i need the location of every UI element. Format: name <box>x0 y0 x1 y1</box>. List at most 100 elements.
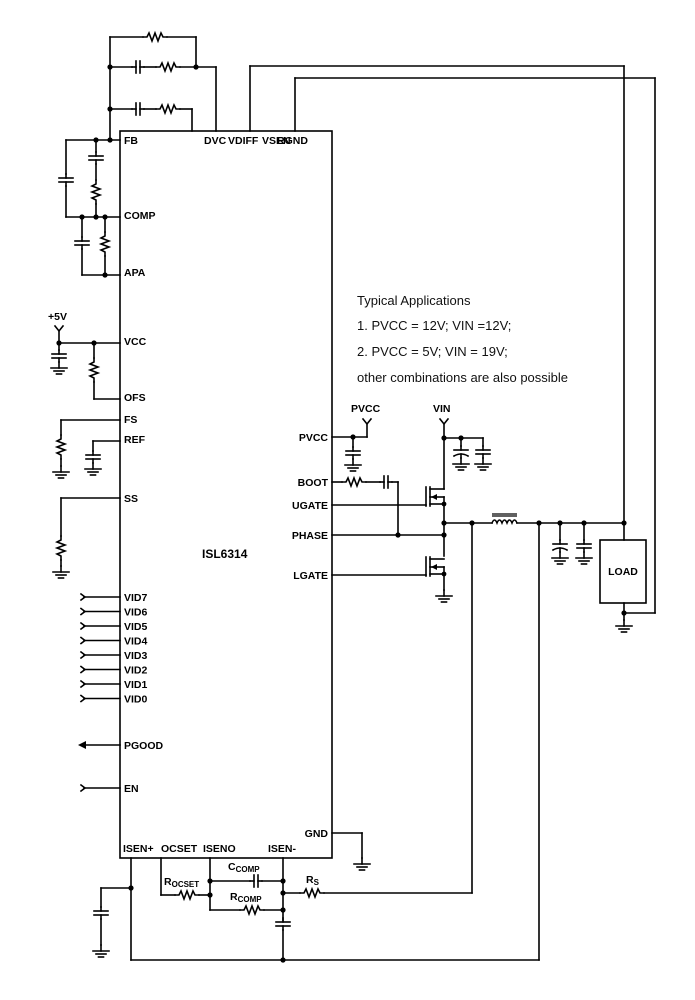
vid-input-line <box>79 665 121 674</box>
compensation-network <box>58 139 121 278</box>
fs-network <box>52 419 121 479</box>
ground-icon <box>474 457 492 471</box>
capacitor-icon <box>249 874 263 888</box>
upper-mosfet <box>331 486 447 557</box>
resistor-icon <box>91 179 101 205</box>
chevron-right-icon <box>79 621 87 631</box>
pin-ref: REF <box>124 434 146 446</box>
note-line-2: 2. PVCC = 5V; VIN = 19V; <box>357 344 508 359</box>
polarized-capacitor-icon <box>552 539 568 553</box>
ref-network <box>84 440 121 476</box>
pin-vsen: VSEN <box>262 135 291 147</box>
chevron-right-icon <box>79 636 87 645</box>
chevron-right-icon <box>79 679 87 689</box>
capacitor-icon <box>85 450 101 464</box>
vid-input-line <box>79 636 121 645</box>
rocset-label: ROCSET <box>164 876 199 889</box>
ground-icon <box>435 589 453 603</box>
ground-icon <box>50 361 68 375</box>
chevron-right-icon <box>79 665 87 674</box>
pin-vid: VID1 <box>124 679 148 691</box>
ss-network <box>52 497 121 579</box>
pin-apa: APA <box>124 267 146 279</box>
typical-applications-note: Typical Applications 1. PVCC = 12V; VIN … <box>357 293 568 385</box>
resistor-icon <box>239 905 265 915</box>
pin-ocset: OCSET <box>161 843 198 855</box>
resistor-icon <box>56 434 66 460</box>
vid-input-line <box>79 679 121 689</box>
polarized-capacitor-icon <box>453 445 469 459</box>
pin-ss: SS <box>124 493 138 505</box>
pin-pgood: PGOOD <box>124 740 164 752</box>
rs-label: RS <box>306 874 320 887</box>
capacitor-icon <box>379 475 393 489</box>
output-filter: LOAD <box>471 513 656 961</box>
pin-pvcc: PVCC <box>299 432 329 444</box>
pin-gnd: GND <box>305 828 329 840</box>
pgood-output <box>78 741 121 749</box>
pin-vid: VID2 <box>124 665 148 677</box>
capacitor-icon <box>88 151 104 165</box>
supply-5v-label: +5V <box>48 311 67 323</box>
pin-ofs: OFS <box>124 392 146 404</box>
note-line-1: 1. PVCC = 12V; VIN =12V; <box>357 318 511 333</box>
resistor-icon <box>299 888 325 898</box>
resistor-icon <box>155 62 181 72</box>
pin-lgate: LGATE <box>293 570 328 582</box>
capacitor-icon <box>345 446 361 460</box>
pin-vcc: VCC <box>124 336 147 348</box>
capacitor-icon <box>51 349 67 363</box>
vid-input-line <box>79 607 121 616</box>
current-sense-network: ROCSET CCOMP RCOMP RS <box>92 857 540 963</box>
pin-vdiff: VDIFF <box>228 135 259 147</box>
pin-vid: VID5 <box>124 621 148 633</box>
resistor-icon <box>341 477 367 487</box>
chevron-right-icon <box>79 592 87 602</box>
pin-vid: VID0 <box>124 694 148 706</box>
pin-vid: VID6 <box>124 607 148 619</box>
pin-comp: COMP <box>124 210 156 222</box>
pin-boot: BOOT <box>298 477 329 489</box>
resistor-icon <box>155 104 181 114</box>
pin-fb: FB <box>124 135 138 147</box>
vid-input-line <box>79 592 121 602</box>
capacitor-icon <box>576 539 592 553</box>
rcomp-label: RCOMP <box>230 891 262 904</box>
supply-pvcc-label: PVCC <box>351 403 381 415</box>
pin-rgnd: RGND <box>277 135 308 147</box>
ground-icon <box>92 944 110 958</box>
pin-vid: VID7 <box>124 592 148 604</box>
pin-isen-plus: ISEN+ <box>123 843 154 855</box>
resistor-icon <box>174 890 200 900</box>
ccomp-label: CCOMP <box>228 861 260 874</box>
pin-iseno: ISENO <box>203 843 236 855</box>
note-line-3: other combinations are also possible <box>357 370 568 385</box>
pin-vid: VID4 <box>124 636 148 648</box>
capacitor-icon <box>131 102 145 116</box>
ic-body <box>119 130 333 859</box>
capacitor-icon <box>131 60 145 74</box>
ground-icon <box>575 551 593 565</box>
ground-icon <box>353 857 371 871</box>
ground-icon <box>551 551 569 565</box>
lower-mosfet <box>331 556 453 603</box>
vid-input-line <box>79 694 121 703</box>
arrow-left-icon <box>78 741 86 749</box>
capacitor-icon <box>74 236 90 250</box>
ground-icon <box>84 462 102 476</box>
phase-net <box>331 520 493 538</box>
capacitor-icon <box>93 906 109 920</box>
chevron-right-icon <box>80 784 86 792</box>
resistor-icon <box>142 32 168 42</box>
ic-name: ISL6314 <box>202 547 248 561</box>
capacitor-icon <box>58 173 74 187</box>
chevron-right-icon <box>79 650 87 660</box>
gnd-network <box>331 832 371 871</box>
pin-isen-minus: ISEN- <box>268 843 297 855</box>
ground-icon <box>344 458 362 472</box>
pin-phase: PHASE <box>292 530 328 542</box>
ground-icon <box>452 457 470 471</box>
note-title: Typical Applications <box>357 293 471 308</box>
pin-vid: VID3 <box>124 650 148 662</box>
